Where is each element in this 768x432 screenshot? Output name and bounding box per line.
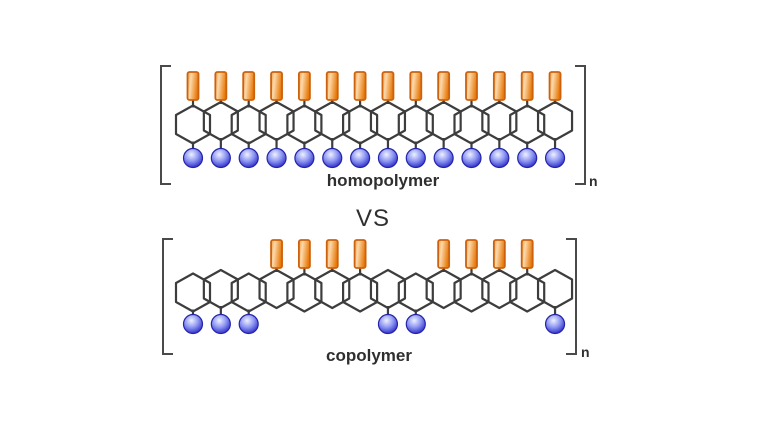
orange-rod-side-group bbox=[270, 239, 283, 269]
blue-sphere-side-group bbox=[210, 313, 231, 335]
copolymer-repeat-subscript: n bbox=[581, 344, 590, 360]
orange-rod-side-group bbox=[353, 71, 367, 101]
hexagon-ring bbox=[230, 272, 267, 313]
repeat-bracket-left bbox=[162, 238, 173, 355]
backbone-rings bbox=[174, 100, 574, 145]
homopolymer-structure bbox=[160, 65, 586, 185]
orange-rod-side-group bbox=[214, 71, 228, 101]
side-groups bbox=[182, 71, 566, 169]
blue-sphere-side-group bbox=[489, 147, 510, 169]
orange-rod-side-group bbox=[186, 71, 200, 101]
blue-sphere-side-group bbox=[544, 147, 566, 169]
hexagon-ring bbox=[286, 272, 323, 313]
repeat-bracket-right bbox=[575, 65, 586, 185]
orange-rod-side-group bbox=[409, 71, 423, 101]
blue-sphere-side-group bbox=[322, 147, 343, 169]
orange-rod-side-group bbox=[548, 71, 562, 101]
blue-sphere-side-group bbox=[182, 313, 204, 335]
blue-sphere-side-group bbox=[517, 147, 538, 169]
hexagon-ring bbox=[536, 100, 574, 142]
hexagon-ring bbox=[453, 272, 490, 313]
orange-rod-side-group bbox=[353, 239, 367, 269]
orange-rod-side-group bbox=[492, 239, 506, 269]
blue-sphere-side-group bbox=[294, 147, 315, 169]
hexagon-ring bbox=[230, 104, 267, 145]
orange-rod-side-group bbox=[242, 71, 256, 101]
orange-rod-side-group bbox=[520, 239, 534, 269]
orange-rod-side-group bbox=[270, 71, 283, 101]
hexagon-ring bbox=[397, 272, 434, 313]
orange-rod-side-group bbox=[437, 71, 451, 101]
hexagon-ring bbox=[174, 104, 212, 145]
blue-sphere-side-group bbox=[238, 147, 259, 169]
blue-sphere-side-group bbox=[544, 313, 566, 335]
orange-rod-side-group bbox=[325, 239, 339, 269]
orange-rod-side-group bbox=[492, 71, 506, 101]
blue-sphere-side-group bbox=[350, 147, 371, 169]
blue-sphere-side-group bbox=[405, 147, 426, 169]
orange-rod-side-group bbox=[520, 71, 534, 101]
blue-sphere-side-group bbox=[377, 147, 399, 169]
repeat-bracket-right bbox=[566, 238, 577, 355]
blue-sphere-side-group bbox=[461, 147, 482, 169]
blue-sphere-side-group bbox=[433, 147, 454, 169]
orange-rod-side-group bbox=[465, 239, 478, 269]
hexagon-ring bbox=[397, 104, 434, 145]
orange-rod-side-group bbox=[437, 239, 451, 269]
side-groups bbox=[182, 239, 566, 335]
orange-rod-side-group bbox=[297, 239, 311, 269]
hexagon-ring bbox=[536, 268, 574, 310]
hexagon-ring bbox=[453, 104, 490, 145]
hexagon-ring bbox=[342, 104, 379, 145]
blue-sphere-side-group bbox=[182, 147, 204, 169]
blue-sphere-side-group bbox=[266, 147, 287, 169]
backbone-rings bbox=[174, 268, 574, 313]
copolymer-structure bbox=[162, 238, 577, 355]
hexagon-ring bbox=[286, 104, 323, 145]
homopolymer-repeat-subscript: n bbox=[589, 173, 598, 189]
hexagon-ring bbox=[509, 272, 546, 313]
blue-sphere-side-group bbox=[238, 313, 259, 335]
versus-label: VS bbox=[356, 205, 390, 232]
blue-sphere-side-group bbox=[210, 147, 231, 169]
orange-rod-side-group bbox=[465, 71, 478, 101]
hexagon-ring bbox=[342, 272, 379, 313]
orange-rod-side-group bbox=[297, 71, 311, 101]
orange-rod-side-group bbox=[325, 71, 339, 101]
homopolymer-label: homopolymer bbox=[327, 171, 440, 190]
orange-rod-side-group bbox=[381, 71, 395, 101]
blue-sphere-side-group bbox=[405, 313, 426, 335]
copolymer-label: copolymer bbox=[326, 346, 412, 365]
blue-sphere-side-group bbox=[377, 313, 399, 335]
hexagon-ring bbox=[174, 272, 212, 313]
repeat-bracket-left bbox=[160, 65, 171, 185]
hexagon-ring bbox=[509, 104, 546, 145]
